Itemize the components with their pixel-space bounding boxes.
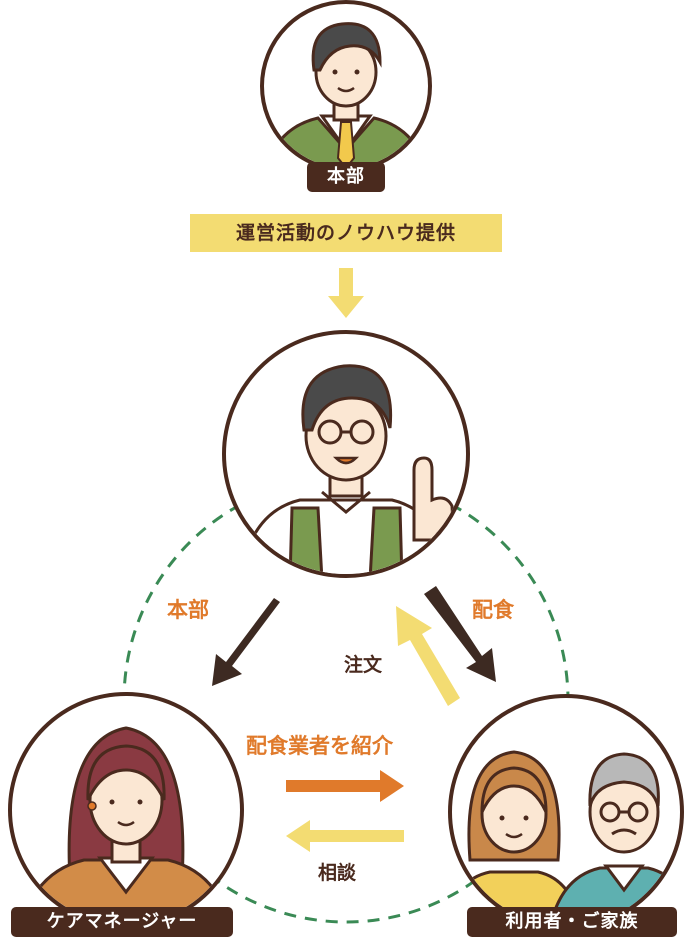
arrow-to-care-manager	[212, 594, 280, 686]
consult-arrow	[286, 820, 404, 852]
edge-label-consult: 相談	[318, 862, 357, 884]
users-family-illustration	[448, 694, 684, 930]
down-arrow-icon	[328, 268, 364, 318]
care-manager-illustration	[8, 692, 244, 928]
edge-label-delivery: 配食	[472, 598, 514, 622]
edge-label-introduce: 配食業者を紹介	[246, 734, 393, 758]
edge-label-hq: 本部	[167, 598, 209, 622]
users-family-label: 利用者・ご家族	[467, 907, 677, 937]
hq-person-illustration	[260, 0, 432, 172]
introduce-arrow	[286, 770, 404, 802]
care-manager-label: ケアマネージャー	[11, 907, 233, 937]
hq-top-label: 本部	[307, 162, 385, 192]
arrow-to-users	[424, 586, 496, 682]
knowhow-banner: 運営活動のノウハウ提供	[190, 214, 502, 252]
edge-label-order: 注文	[344, 654, 383, 676]
shop-owner-illustration	[222, 330, 470, 578]
order-arrow	[396, 606, 460, 706]
